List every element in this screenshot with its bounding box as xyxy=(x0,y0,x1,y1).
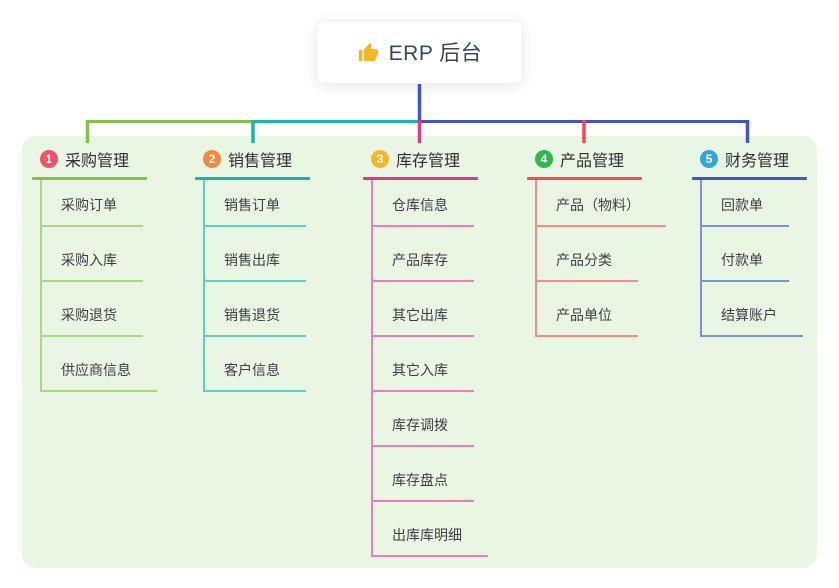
branch-underline xyxy=(363,177,478,180)
child-label: 付款单 xyxy=(721,252,763,268)
child-node[interactable]: 出库库明细 xyxy=(373,502,488,557)
child-label: 供应商信息 xyxy=(61,362,131,378)
branch-underline xyxy=(527,177,642,180)
child-label: 销售出库 xyxy=(224,252,280,268)
branch-underline xyxy=(692,177,807,180)
branch-label: 库存管理 xyxy=(396,153,461,170)
child-node[interactable]: 回款单 xyxy=(702,180,789,227)
child-label: 库存盘点 xyxy=(392,472,448,488)
child-label: 其它出库 xyxy=(392,307,448,323)
branch-children: 采购订单 采购入库 采购退货 供应商信息 xyxy=(40,180,190,392)
branch-node-inventory[interactable]: 3 库存管理 xyxy=(363,148,521,170)
thumbs-up-icon xyxy=(358,42,378,61)
root-title: ERP 后台 xyxy=(388,42,483,65)
child-label: 采购退货 xyxy=(61,307,117,323)
child-node[interactable]: 库存调拨 xyxy=(373,392,474,447)
child-label: 库存调拨 xyxy=(392,417,448,433)
branch-children: 仓库信息 产品库存 其它出库 其它入库 库存调拨 库存盘点 出库库明细 xyxy=(371,180,521,557)
child-node[interactable]: 采购退货 xyxy=(42,282,143,337)
root-node[interactable]: ERP 后台 xyxy=(316,20,523,84)
branch-number-badge: 3 xyxy=(371,150,389,168)
branch-number-badge: 1 xyxy=(40,150,58,168)
child-node[interactable]: 结算账户 xyxy=(702,282,803,337)
branch-sales-management: 2 销售管理 销售订单 销售出库 销售退货 客户信息 xyxy=(195,148,353,392)
branch-children: 销售订单 销售出库 销售退货 客户信息 xyxy=(203,180,353,392)
branch-children: 回款单 付款单 结算账户 xyxy=(700,180,839,337)
branch-underline xyxy=(195,177,310,180)
child-node[interactable]: 其它出库 xyxy=(373,282,474,337)
child-label: 仓库信息 xyxy=(392,197,448,213)
branch-node-finance[interactable]: 5 财务管理 xyxy=(692,148,839,170)
branches-panel xyxy=(22,136,817,568)
child-label: 结算账户 xyxy=(721,307,777,323)
child-node[interactable]: 销售退货 xyxy=(205,282,306,337)
branch-purchase-management: 1 采购管理 采购订单 采购入库 采购退货 供应商信息 xyxy=(32,148,190,392)
child-node[interactable]: 销售出库 xyxy=(205,227,306,282)
child-node[interactable]: 客户信息 xyxy=(205,337,306,392)
child-node[interactable]: 供应商信息 xyxy=(42,337,157,392)
child-node[interactable]: 付款单 xyxy=(702,227,789,282)
branch-number-badge: 2 xyxy=(203,150,221,168)
branch-node-product[interactable]: 4 产品管理 xyxy=(527,148,685,170)
child-node[interactable]: 采购订单 xyxy=(42,180,143,227)
child-node[interactable]: 库存盘点 xyxy=(373,447,474,502)
branch-label: 销售管理 xyxy=(228,153,293,170)
child-node[interactable]: 产品库存 xyxy=(373,227,474,282)
branch-number-badge: 5 xyxy=(700,150,718,168)
branch-label: 财务管理 xyxy=(725,153,790,170)
child-label: 产品单位 xyxy=(556,307,612,323)
child-label: 销售订单 xyxy=(224,197,280,213)
branch-label: 采购管理 xyxy=(65,153,130,170)
child-label: 产品库存 xyxy=(392,252,448,268)
child-node[interactable]: 产品（物料） xyxy=(537,180,666,227)
branch-number-badge: 4 xyxy=(535,150,553,168)
branch-inventory-management: 3 库存管理 仓库信息 产品库存 其它出库 其它入库 库存调拨 库存盘点 出库库… xyxy=(363,148,521,557)
branch-node-purchase[interactable]: 1 采购管理 xyxy=(32,148,190,170)
child-label: 其它入库 xyxy=(392,362,448,378)
branch-node-sales[interactable]: 2 销售管理 xyxy=(195,148,353,170)
branch-children: 产品（物料） 产品分类 产品单位 xyxy=(535,180,685,337)
child-label: 产品分类 xyxy=(556,252,612,268)
child-node[interactable]: 其它入库 xyxy=(373,337,474,392)
child-label: 采购入库 xyxy=(61,252,117,268)
branch-finance-management: 5 财务管理 回款单 付款单 结算账户 xyxy=(692,148,839,337)
child-label: 采购订单 xyxy=(61,197,117,213)
child-node[interactable]: 采购入库 xyxy=(42,227,143,282)
child-node[interactable]: 仓库信息 xyxy=(373,180,474,227)
branch-label: 产品管理 xyxy=(560,153,625,170)
child-label: 销售退货 xyxy=(224,307,280,323)
child-label: 客户信息 xyxy=(224,362,280,378)
child-node[interactable]: 产品分类 xyxy=(537,227,638,282)
branch-underline xyxy=(32,177,147,180)
child-label: 回款单 xyxy=(721,197,763,213)
child-node[interactable]: 销售订单 xyxy=(205,180,306,227)
child-node[interactable]: 产品单位 xyxy=(537,282,638,337)
child-label: 出库库明细 xyxy=(392,527,462,543)
branch-product-management: 4 产品管理 产品（物料） 产品分类 产品单位 xyxy=(527,148,685,337)
child-label: 产品（物料） xyxy=(556,197,640,213)
